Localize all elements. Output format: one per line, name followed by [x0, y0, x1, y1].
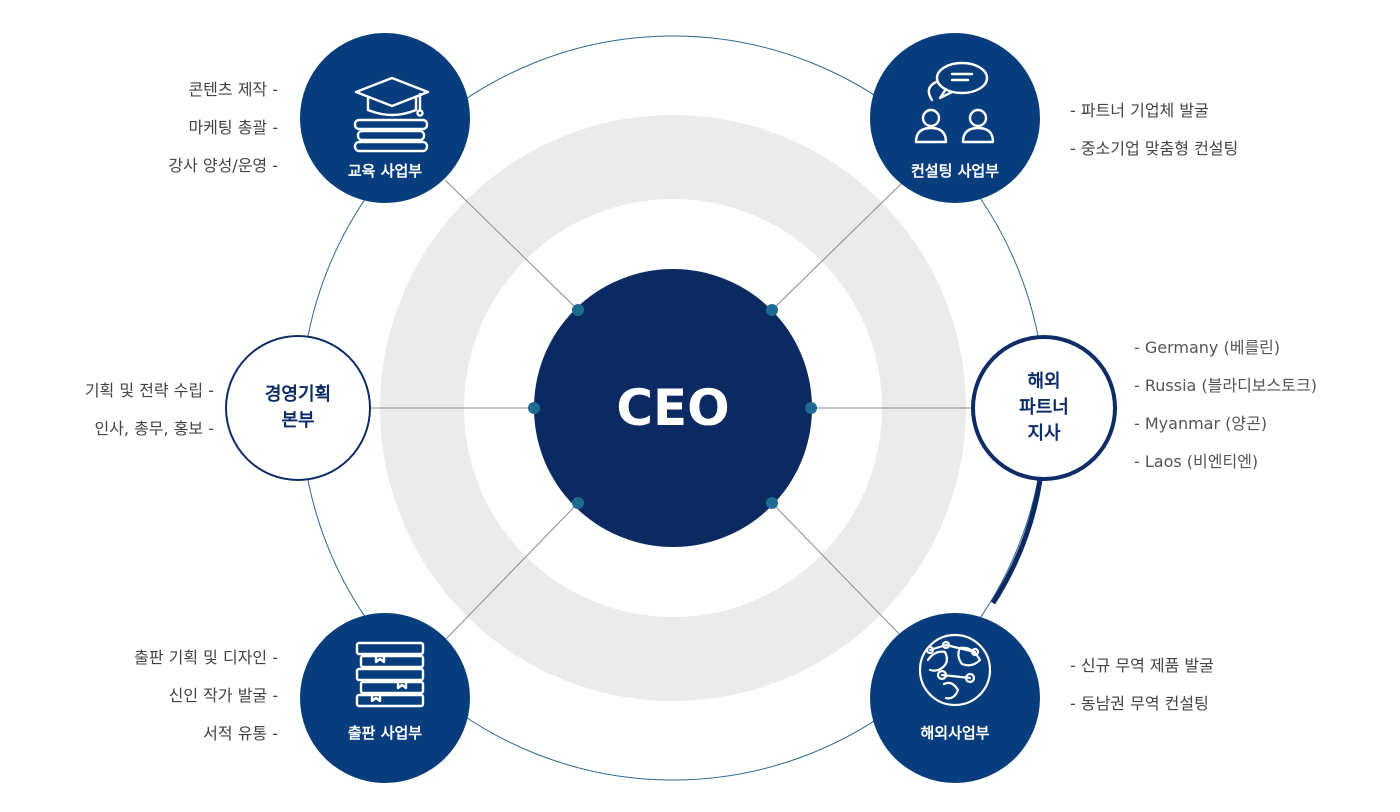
- overseas-branch-label-line3: 지사: [1027, 423, 1061, 444]
- list-item: 마케팅 총괄 -: [188, 118, 278, 137]
- overseas-branch-label: 해외 파트너 지사: [969, 369, 1119, 447]
- overseas-branch-list: - Germany (베를린) - Russia (블라디보스토크) - Mya…: [1134, 329, 1317, 481]
- list-item: 신인 작가 발굴 -: [168, 686, 278, 705]
- list-item: 강사 양성/운영 -: [168, 156, 278, 175]
- consulting-division-label: 컨설팅 사업부: [910, 162, 1000, 180]
- list-item: 콘텐츠 제작 -: [188, 80, 278, 99]
- list-item: 기획 및 전략 수립 -: [84, 381, 214, 400]
- education-division-label: 교육 사업부: [347, 162, 423, 180]
- education-division-circle[interactable]: [300, 33, 470, 203]
- list-item: - 중소기업 맞춤형 컨설팅: [1070, 139, 1239, 158]
- publishing-division-circle[interactable]: [300, 613, 470, 783]
- globe-people-icon: [918, 633, 992, 707]
- list-item: - 파트너 기업체 발굴: [1070, 101, 1209, 120]
- connector-dots: [528, 304, 817, 509]
- book-stack-icon: [355, 641, 425, 708]
- management-hq-circle[interactable]: [225, 335, 371, 481]
- branch-link-arc: [990, 479, 1043, 605]
- education-duties-list: 콘텐츠 제작 - 마케팅 총괄 - 강사 양성/운영 -: [168, 71, 278, 185]
- consulting-division-circle[interactable]: [870, 33, 1040, 203]
- overseas-branch-label-line2: 파트너: [1019, 397, 1069, 418]
- list-item: 서적 유통 -: [203, 724, 278, 743]
- list-item: - Myanmar (양곤): [1134, 414, 1268, 433]
- list-item: - Germany (베를린): [1134, 338, 1281, 357]
- management-hq-label: 경영기획 본부: [223, 382, 373, 434]
- list-item: - 신규 무역 제품 발굴: [1070, 656, 1214, 675]
- list-item: - Laos (비엔티엔): [1134, 452, 1259, 471]
- overseas-business-label: 해외사업부: [920, 724, 990, 742]
- publishing-division-label: 출판 사업부: [347, 724, 423, 742]
- list-item: - Russia (블라디보스토크): [1134, 376, 1317, 395]
- publishing-duties-list: 출판 기획 및 디자인 - 신인 작가 발굴 - 서적 유통 -: [134, 639, 278, 753]
- management-hq-label-line1: 경영기획: [264, 384, 332, 405]
- list-item: 출판 기획 및 디자인 -: [134, 648, 278, 667]
- overseas-business-circle[interactable]: [870, 613, 1040, 783]
- management-duties-list: 기획 및 전략 수립 - 인사, 총무, 홍보 -: [85, 372, 214, 448]
- overseas-branch-label-line1: 해외: [1027, 371, 1061, 392]
- list-item: 인사, 총무, 홍보 -: [94, 419, 214, 438]
- overseas-branch-circle[interactable]: [971, 335, 1117, 481]
- consulting-duties-list: - 파트너 기업체 발굴 - 중소기업 맞춤형 컨설팅: [1070, 92, 1238, 168]
- ceo-label: CEO: [616, 379, 730, 437]
- graduation-cap-books-icon: [353, 76, 430, 153]
- management-hq-label-line2: 본부: [281, 410, 315, 431]
- ceo-circle: [534, 269, 812, 547]
- overseas-business-duties-list: - 신규 무역 제품 발굴 - 동남권 무역 컨설팅: [1070, 647, 1214, 723]
- consulting-people-chat-icon: [914, 61, 995, 144]
- list-item: - 동남권 무역 컨설팅: [1070, 694, 1209, 713]
